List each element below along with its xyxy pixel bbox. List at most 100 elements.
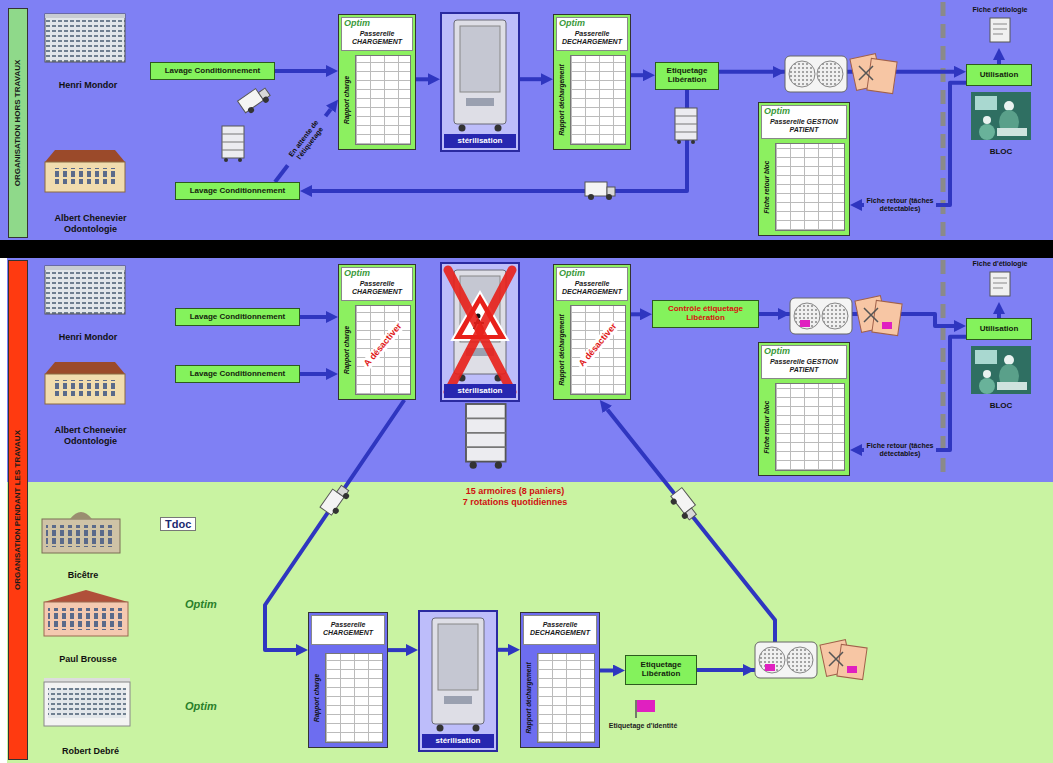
flow-arrow: [388, 648, 406, 652]
delivery-truck: [606, 194, 612, 200]
hospital-building: [45, 266, 125, 314]
band-title: ORGANISATION PENDANT LES TRAVAUX: [9, 261, 27, 759]
hospital-building: [48, 608, 124, 630]
transport-cabinet: [238, 158, 242, 162]
instrument-basket: [872, 300, 902, 335]
note-label: Tdoc: [160, 517, 196, 531]
operating-room-photo: [1004, 101, 1014, 111]
stock-note: 7 rotations quotidiennes: [463, 497, 568, 508]
report-sheet: [537, 653, 595, 743]
flow-arrow: [607, 409, 775, 670]
sterilizer-machine: [473, 725, 480, 732]
sterilizer-label: stérilisation: [422, 734, 494, 748]
form-name: Fiche d'étiologie: [973, 260, 1028, 268]
hospital-building: [45, 362, 125, 404]
operating-room-photo: [971, 346, 1031, 394]
site-name: Bicêtre: [68, 570, 99, 580]
sterilizer-machine: [432, 618, 484, 724]
hospital-building: [45, 14, 125, 18]
band-ground: [0, 240, 1053, 258]
hospital-building: [45, 162, 125, 192]
sterilizer-machine: [440, 12, 520, 152]
instrument-basket: [765, 664, 775, 671]
instrument-basket: [800, 320, 810, 327]
delivery-truck: [238, 84, 273, 116]
transport-cabinet: [466, 404, 506, 469]
sterilizer-machine: [418, 12, 520, 752]
screen-title: Passerelle DECHARGEMENT: [524, 621, 596, 636]
sterilizer-label: stérilisation: [444, 134, 516, 148]
flow-arrow: [520, 77, 541, 81]
software-screen: Passerelle CHARGEMENTRapport charge: [308, 612, 388, 748]
transport-cabinet: [466, 418, 506, 447]
instrument-basket: [829, 652, 843, 666]
hospital-building: [48, 688, 126, 718]
hospital-building: [45, 374, 125, 404]
screen-title: Passerelle CHARGEMENT: [342, 30, 412, 45]
report-sheet: [775, 383, 845, 471]
flow-arrowhead: [773, 66, 785, 78]
note-label: Optim: [185, 598, 217, 610]
step-label: Contrôle étiquetage Libération: [658, 305, 753, 323]
band-ground: [0, 258, 1053, 482]
process-box: Utilisation: [966, 64, 1032, 86]
band-title: ORGANISATION HORS TRAVAUX: [9, 9, 27, 237]
software-name: Optim: [559, 268, 585, 279]
sterilizer-box: stérilisation: [440, 262, 520, 402]
instrument-basket: [822, 303, 848, 329]
room-name: BLOC: [990, 147, 1013, 156]
instrument-basket: [755, 640, 867, 680]
band-ground: [0, 482, 1053, 763]
identity-flag: [636, 700, 655, 718]
stock-note: 15 armoires (8 paniers): [466, 486, 565, 497]
software-screen: OptimPasserelle GESTION PATIENTFiche ret…: [758, 342, 850, 476]
process-box: Contrôle étiquetage Libération: [652, 300, 759, 328]
operating-room-photo: [975, 350, 997, 364]
band-ground: [0, 258, 7, 763]
edge-label: Fiche retour (tâches détectables): [864, 441, 936, 459]
room-name: BLOC: [990, 401, 1013, 410]
form-node: Fiche d'étiologie: [960, 258, 1040, 302]
sterilizer-machine: [418, 610, 498, 752]
site-name: Henri Mondor: [59, 332, 118, 342]
form-icon: [990, 18, 1010, 42]
delivery-truck: [247, 106, 255, 114]
step-label: Etiquetage Libération: [661, 67, 713, 85]
software-name: Optim: [764, 106, 790, 117]
operating-room-photo: [979, 124, 995, 140]
flow-arrowhead: [743, 664, 755, 676]
report-sheet: [570, 55, 626, 145]
process-box: Lavage Conditionnement: [175, 365, 300, 383]
note-label: Optim: [185, 700, 217, 712]
sterilizer-machine: [440, 262, 520, 402]
flow-arrow: [300, 315, 326, 319]
hospital-building: [44, 590, 128, 602]
software-screen: OptimPasserelle GESTION PATIENTFiche ret…: [758, 102, 850, 236]
operating-room-photo: [997, 382, 1027, 390]
hospital-building: [45, 362, 125, 374]
report-name: Rapport déchargement: [555, 305, 569, 395]
instrument-basket: [864, 308, 878, 322]
delivery-truck: [585, 182, 615, 200]
delivery-truck: [668, 488, 701, 523]
software-screen: OptimPasserelle CHARGEMENTRapport charge: [338, 14, 416, 150]
works-sign: [448, 270, 512, 392]
transport-cabinet: [470, 462, 477, 469]
report-name: Rapport charge: [340, 305, 354, 395]
delivery-truck: [585, 182, 607, 196]
software-screen: Passerelle DECHARGEMENT Rapport déchargem…: [520, 612, 600, 748]
sterilizer-box: stérilisation: [440, 12, 520, 152]
report-sheet: [775, 143, 845, 231]
report-name: Rapport déchargement: [522, 653, 536, 743]
hospital-building: [45, 266, 125, 270]
hospital-building: [42, 512, 120, 553]
software-name: Optim: [764, 346, 790, 357]
form-icon: [993, 24, 1007, 34]
screen-title: Passerelle GESTION PATIENT: [762, 358, 846, 373]
hospital-building: [51, 168, 119, 184]
cabinet-stock: 15 armoires (8 paniers)7 rotations quoti…: [420, 400, 610, 508]
hospital-building: [46, 525, 116, 547]
delivery-truck: [320, 483, 352, 518]
report-name: Fiche retour bloc: [760, 143, 774, 231]
operating-room: BLOC: [966, 344, 1036, 410]
